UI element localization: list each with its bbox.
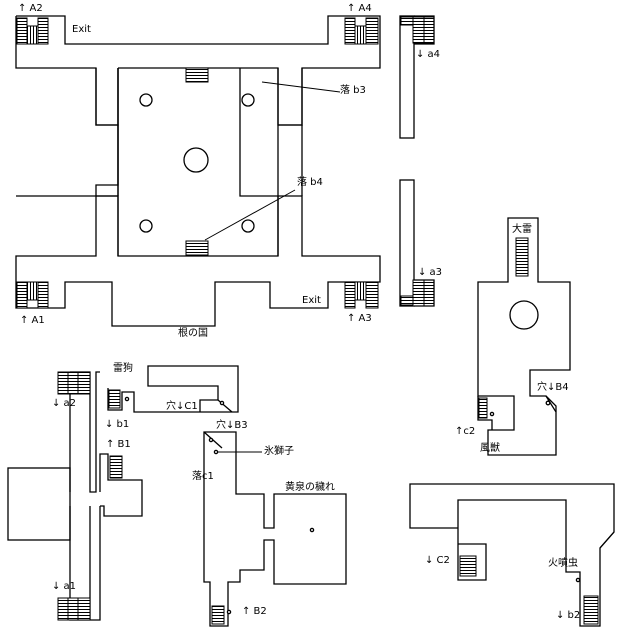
label-exit-top: Exit	[72, 24, 91, 35]
stairs-b4[interactable]	[185, 240, 209, 256]
central-room	[15, 67, 381, 327]
label-raiku: 雷狗	[113, 363, 133, 374]
floor-right-corridors	[399, 15, 435, 307]
stairs-a4-down[interactable]	[400, 15, 435, 45]
label-fuujuu: 風獣	[480, 443, 500, 454]
label-kafunmushi: 火噴虫	[548, 558, 578, 569]
label-exit-bottom: Exit	[302, 295, 321, 306]
stairs-c2-down[interactable]	[459, 555, 477, 577]
label-b2-up: ↑ B2	[242, 606, 267, 617]
stairs-a2-down[interactable]	[57, 371, 91, 395]
ooikazuchi-room	[477, 217, 571, 456]
label-a4-up: ↑ A4	[347, 3, 372, 14]
floor-ooikazuchi	[477, 217, 571, 456]
side-room	[7, 467, 71, 541]
leader-line	[204, 189, 296, 241]
marker	[226, 609, 232, 615]
stairs-c2-up[interactable]	[478, 397, 488, 419]
pillar	[241, 219, 255, 233]
leader-line	[261, 81, 341, 93]
stairs-a4[interactable]	[344, 17, 379, 45]
label-a2-down: ↓ a2	[52, 398, 77, 409]
label-fall-b4: 落 b4	[297, 177, 323, 188]
hole-c1[interactable]	[219, 400, 225, 406]
pillar-large	[509, 300, 539, 330]
hole-b3[interactable]	[208, 437, 214, 443]
marker	[124, 396, 130, 402]
pillar	[139, 219, 153, 233]
label-b1-down: ↓ b1	[105, 419, 130, 430]
marker-yomi	[309, 527, 315, 533]
label-a1-down: ↓ a1	[52, 581, 77, 592]
label-ne-no-kuni: 根の国	[178, 328, 208, 339]
floor-kafunmushi	[409, 483, 615, 627]
label-a2-up: ↑ A2	[18, 3, 43, 14]
hole-b4[interactable]	[545, 400, 551, 406]
label-hyoushishi: 氷獅子	[264, 446, 294, 457]
stairs-ooikazuchi[interactable]	[515, 237, 529, 277]
stairs-b3[interactable]	[185, 67, 209, 83]
label-a1-up: ↑ A1	[20, 315, 45, 326]
corridor-a4	[399, 15, 415, 139]
label-a3-up: ↑ A3	[347, 313, 372, 324]
c2-stairs-area	[477, 396, 493, 430]
marker	[213, 449, 219, 455]
label-fall-c1: 落c1	[192, 471, 214, 482]
diag-corner	[599, 531, 615, 549]
stairs-b2-up[interactable]	[211, 605, 225, 625]
hyoushishi-room	[203, 431, 347, 627]
pillar-large	[183, 147, 209, 173]
label-a3-down: ↓ a3	[418, 267, 443, 278]
long-corridor	[69, 371, 101, 621]
stairs-b1-down[interactable]	[108, 389, 121, 409]
raiku-room	[107, 365, 239, 413]
center-branch	[99, 453, 143, 517]
label-hole-b4: 穴↓B4	[537, 382, 569, 393]
marker	[489, 411, 495, 417]
stairs-a3[interactable]	[344, 281, 379, 309]
label-a4-down: ↓ a4	[416, 49, 441, 60]
stairs-a3-down[interactable]	[400, 279, 435, 307]
floor-bottom-left	[7, 365, 347, 627]
stairs-b1-up[interactable]	[109, 455, 123, 479]
stairs-a2[interactable]	[16, 17, 49, 45]
label-b2-down: ↓ b2	[556, 610, 581, 621]
corridor-a3	[399, 179, 415, 307]
b4-hole-marker[interactable]	[545, 395, 557, 412]
marker	[575, 577, 581, 583]
stairs-a1-down[interactable]	[57, 597, 91, 621]
label-yomi-edge: 黄泉の穢れ	[285, 482, 335, 493]
label-c2-up: ↑c2	[455, 426, 476, 437]
pillar	[241, 93, 255, 107]
label-hole-c1: 穴↓C1	[166, 401, 198, 412]
floor-main	[15, 15, 381, 327]
label-fall-b3: 落 b3	[340, 85, 366, 96]
label-b1-up: ↑ B1	[106, 439, 131, 450]
label-c2-down: ↓ C2	[425, 555, 450, 566]
pillar	[139, 93, 153, 107]
stairs-a1[interactable]	[16, 281, 49, 309]
label-ooikazuchi: 大雷	[512, 224, 532, 235]
central-room-left-body	[96, 68, 119, 197]
stairs-b2-down[interactable]	[583, 595, 599, 625]
label-hole-b3: 穴↓B3	[216, 420, 248, 431]
